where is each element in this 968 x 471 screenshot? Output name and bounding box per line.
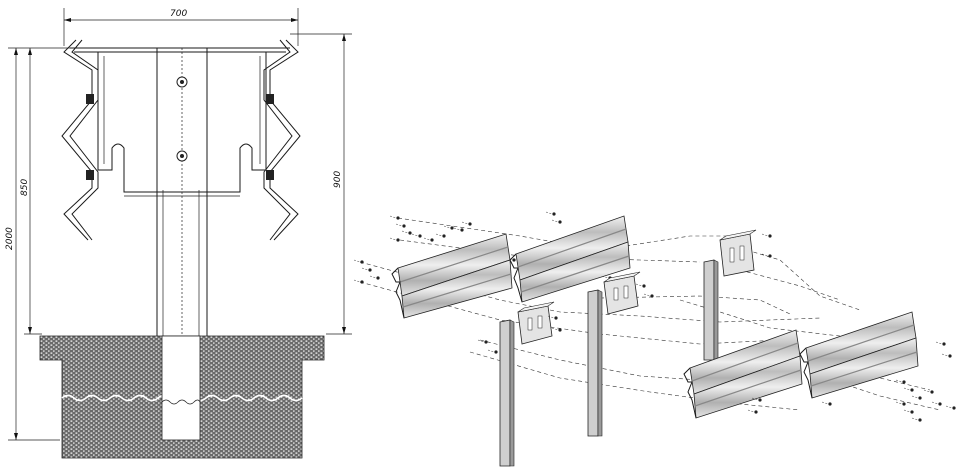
dim-900-label: 900: [333, 171, 343, 188]
guard-rail-2: [509, 215, 631, 303]
w-beam-right: [263, 39, 301, 241]
guard-rail-3: [683, 329, 803, 419]
guard-rail-1: [391, 233, 513, 319]
guard-rail-4: [799, 311, 919, 399]
dim-2000-label: 2000: [5, 227, 15, 250]
w-beam-left: [61, 39, 99, 241]
dim-850-label: 850: [20, 179, 30, 196]
spacer-blocks: [517, 229, 757, 345]
dimension-total-height: 2000: [5, 47, 80, 441]
posts: [499, 259, 719, 467]
dim-700-label: 700: [170, 9, 187, 19]
exploded-view: [353, 211, 956, 467]
spacer-plate: [70, 47, 290, 197]
dimension-width: 700: [63, 8, 299, 46]
foundation: [39, 335, 325, 459]
dimension-900: 900: [290, 33, 352, 335]
section-view: 700 2000 850 900: [5, 8, 352, 459]
dimension-850: 850: [20, 48, 42, 335]
